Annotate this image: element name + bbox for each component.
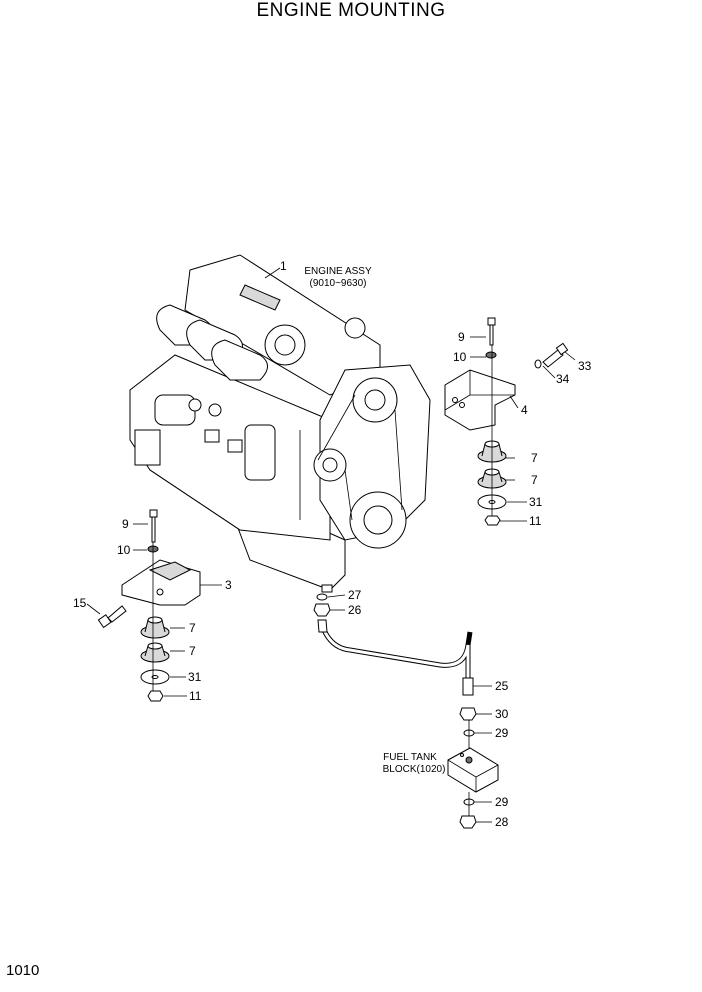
callout-7-left-b: 7: [189, 644, 196, 658]
bolt-9-right[interactable]: [487, 317, 496, 346]
callout-34: 34: [556, 372, 570, 386]
hose-25[interactable]: [319, 624, 473, 685]
bolt-9-left[interactable]: [149, 509, 158, 543]
notes: ENGINE ASSY (9010~9630) FUEL TANK BLOCK(…: [304, 266, 445, 775]
callout-10-left: 10: [117, 543, 131, 557]
callout-29-top: 29: [495, 726, 509, 740]
bolt-33[interactable]: [542, 342, 569, 368]
fuel-tank-block: [447, 747, 499, 793]
callout-27: 27: [348, 588, 362, 602]
plate-31-left[interactable]: [140, 669, 170, 685]
bolt-15[interactable]: [97, 605, 127, 629]
callout-7-right-a: 7: [531, 451, 538, 465]
callout-9-right: 9: [458, 330, 465, 344]
callout-1: 1: [280, 259, 287, 273]
page-title: ENGINE MOUNTING: [256, 0, 446, 21]
callout-29-bottom: 29: [495, 795, 509, 809]
bracket-4[interactable]: [444, 369, 516, 431]
fuel-tank-ref: BLOCK(1020): [383, 764, 446, 775]
callout-10-right: 10: [453, 350, 467, 364]
washer-27[interactable]: [316, 593, 328, 601]
callout-31-right: 31: [529, 495, 543, 509]
callout-3: 3: [225, 578, 232, 592]
leader-lines: [86, 267, 576, 823]
callout-7-right-b: 7: [531, 473, 538, 487]
callout-11-left: 11: [189, 689, 202, 703]
connector-30[interactable]: [459, 707, 477, 721]
connector-26[interactable]: [313, 603, 331, 617]
callout-28: 28: [495, 815, 509, 829]
mount-7-left-a[interactable]: [140, 616, 170, 639]
plug-28[interactable]: [459, 815, 477, 829]
nut-11-left[interactable]: [147, 690, 164, 702]
left-mount-group[interactable]: [97, 509, 201, 702]
callout-33: 33: [578, 359, 592, 373]
drain-line-group[interactable]: [313, 593, 499, 829]
washer-34[interactable]: [534, 359, 542, 369]
mount-7-left-b[interactable]: [140, 642, 170, 663]
callout-11-right: 11: [529, 514, 542, 528]
callout-9-left: 9: [122, 517, 129, 531]
callout-4: 4: [521, 403, 528, 417]
callout-15: 15: [73, 596, 87, 610]
page-number: 1010: [6, 962, 40, 979]
callout-30: 30: [495, 707, 509, 721]
engine-assy-range: (9010~9630): [310, 278, 367, 289]
nut-11-right[interactable]: [484, 515, 501, 526]
callout-31-left: 31: [188, 670, 202, 684]
callout-7-left-a: 7: [189, 621, 196, 635]
washer-10-right[interactable]: [485, 351, 497, 359]
engine-assembly[interactable]: [129, 254, 431, 593]
callout-labels: 1 9 10 33 34 4 7 7 31 11 9 10 3 15 7 7 3…: [73, 259, 592, 829]
engine-assy-note: ENGINE ASSY: [304, 266, 372, 277]
right-mount-group[interactable]: [444, 317, 569, 526]
fuel-tank-note: FUEL TANK: [383, 752, 437, 763]
callout-25: 25: [495, 679, 509, 693]
callout-26: 26: [348, 603, 362, 617]
